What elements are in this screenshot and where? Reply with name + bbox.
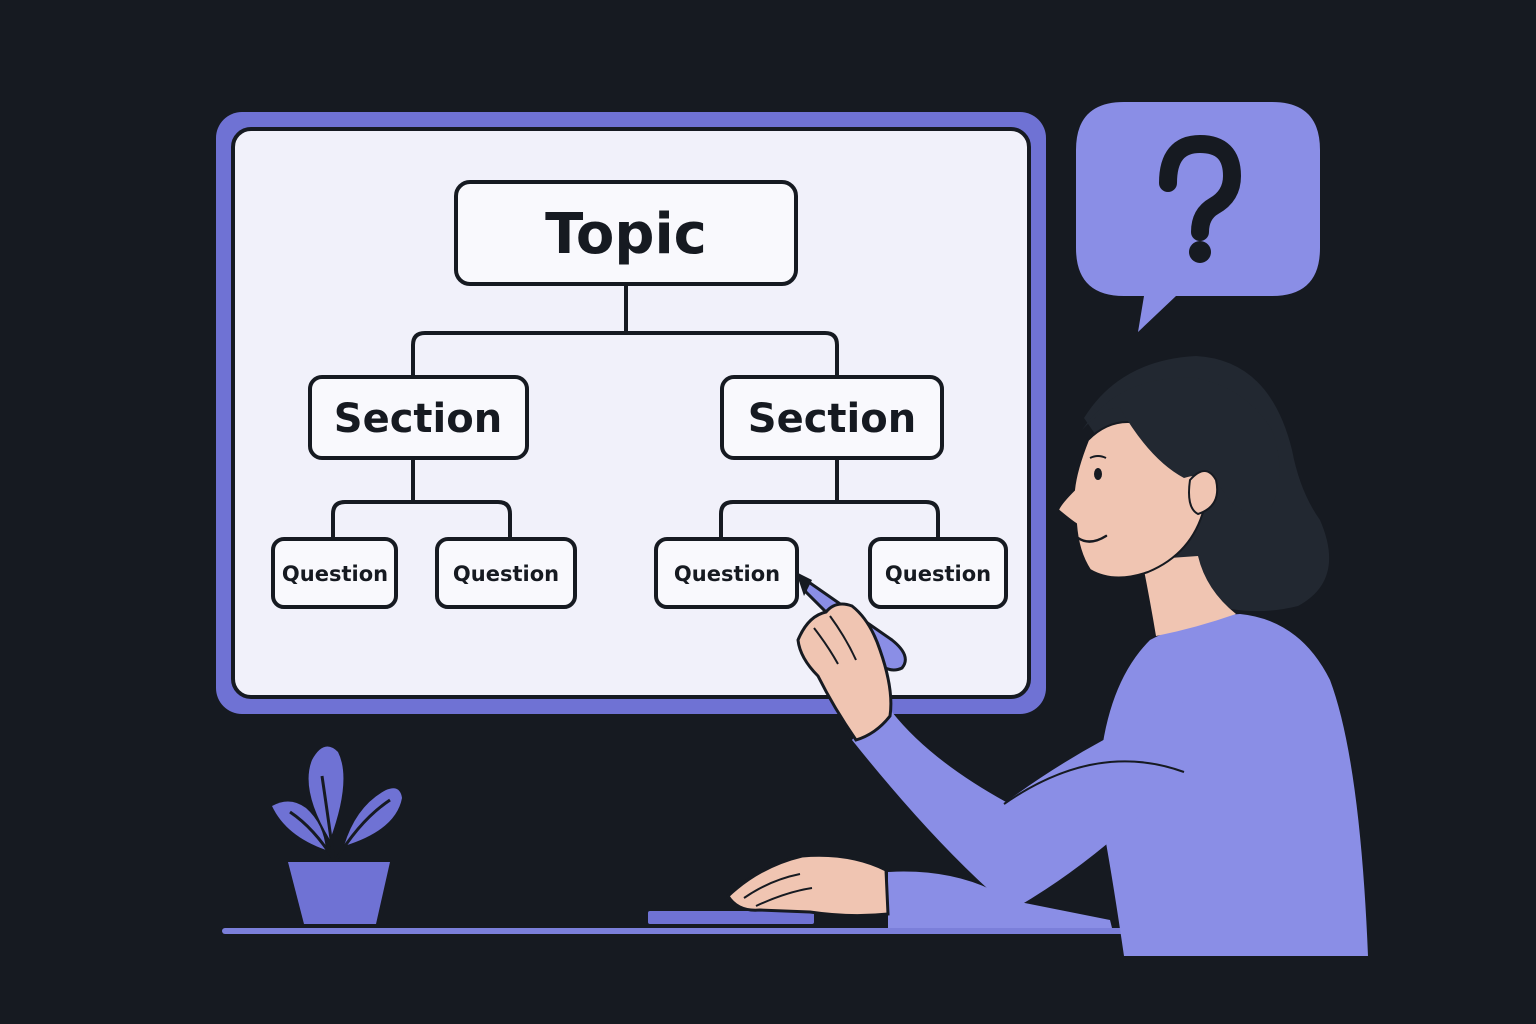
tree-connectors <box>331 284 940 539</box>
resting-finger-lines <box>743 873 813 907</box>
plant-pot <box>288 862 390 924</box>
desk-tablet <box>648 911 814 924</box>
whiteboard-surface <box>231 127 1031 699</box>
connector-section-1-to-questions <box>331 458 512 539</box>
question-label-2-2: Question <box>885 562 991 586</box>
speech-bubble <box>1076 102 1320 332</box>
ear <box>1188 470 1219 516</box>
question-label-2-1: Question <box>674 562 780 586</box>
whiteboard <box>216 112 1046 714</box>
section-node-2: Section <box>720 375 944 460</box>
connector-section-2-to-questions <box>719 458 940 539</box>
sleeve-fold-line <box>1003 760 1185 805</box>
question-node-1-1: Question <box>271 537 398 609</box>
question-label-1-2: Question <box>453 562 559 586</box>
neck <box>1142 556 1236 636</box>
section-node-1: Section <box>308 375 529 460</box>
pen-tip <box>796 572 812 596</box>
question-label-1-1: Question <box>282 562 388 586</box>
section-label-2: Section <box>748 396 916 442</box>
desk-surface <box>222 928 1128 934</box>
topic-label: Topic <box>545 202 707 267</box>
plant-stem <box>289 775 391 863</box>
question-mark-icon <box>1159 134 1242 263</box>
torso-sweater <box>1098 614 1368 956</box>
question-node-2-2: Question <box>868 537 1008 609</box>
smile <box>1076 534 1108 543</box>
potted-plant-icon <box>272 746 402 924</box>
raised-arm-sleeve <box>852 700 1194 910</box>
topic-node: Topic <box>454 180 798 286</box>
question-node-2-1: Question <box>654 537 799 609</box>
eyebrow <box>1089 455 1107 459</box>
lower-arm-sleeve <box>888 871 1112 928</box>
person-woman <box>726 356 1368 956</box>
section-label-1: Section <box>334 396 502 442</box>
finger-lines <box>813 615 857 665</box>
plant-leaf-left <box>272 801 326 850</box>
question-node-1-2: Question <box>435 537 577 609</box>
connector-topic-to-sections <box>411 284 839 377</box>
hair-front <box>1082 377 1280 513</box>
eye <box>1094 468 1102 480</box>
